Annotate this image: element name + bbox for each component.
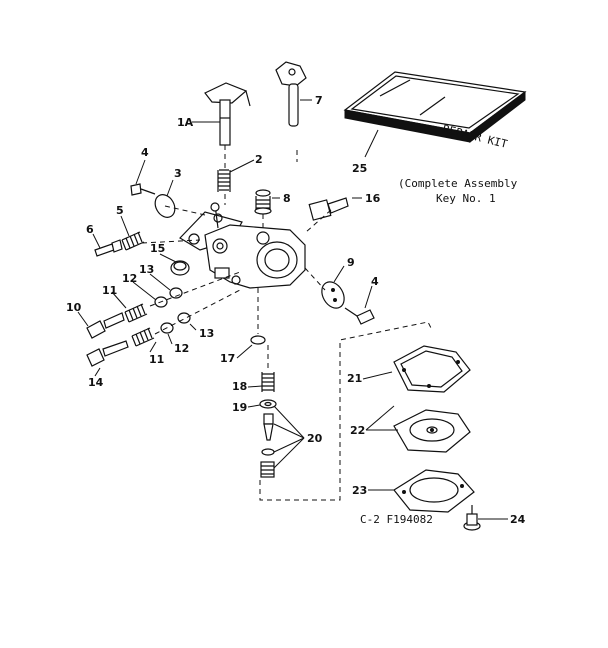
screw-4-right bbox=[344, 307, 375, 325]
check-ball-17 bbox=[250, 335, 266, 345]
spring-5 bbox=[121, 231, 145, 251]
leader-lines bbox=[77, 99, 508, 520]
gasket-21 bbox=[393, 345, 471, 393]
assembly-caption-line1: (Complete Assembly bbox=[398, 177, 518, 190]
callout-4-right: 4 bbox=[371, 275, 379, 288]
callout-11-upper: 11 bbox=[102, 284, 117, 297]
spring-2 bbox=[217, 169, 231, 192]
callout-13-upper: 13 bbox=[139, 263, 154, 276]
diaphragm-22 bbox=[393, 409, 471, 453]
callout-5: 5 bbox=[116, 204, 124, 217]
callout-11-lower: 11 bbox=[149, 353, 164, 366]
callout-labels: 1A 2 7 3 4 5 6 8 16 15 13 12 11 10 13 12… bbox=[66, 94, 526, 526]
callout-7: 7 bbox=[315, 94, 323, 107]
callout-12-lower: 12 bbox=[174, 342, 189, 355]
callout-24: 24 bbox=[510, 513, 526, 526]
callout-25: 25 bbox=[352, 162, 367, 175]
callout-10: 10 bbox=[66, 301, 82, 314]
callout-6: 6 bbox=[86, 223, 94, 236]
callout-17: 17 bbox=[220, 352, 235, 365]
fuel-inlet-fitting bbox=[308, 197, 349, 221]
screw-6 bbox=[94, 239, 123, 257]
screw-24 bbox=[463, 505, 481, 531]
callout-13-lower: 13 bbox=[199, 327, 214, 340]
callout-3: 3 bbox=[174, 167, 182, 180]
gasket-23 bbox=[393, 469, 475, 513]
needle-10 bbox=[86, 312, 125, 339]
spring-8 bbox=[254, 189, 272, 215]
callout-16: 16 bbox=[365, 192, 381, 205]
callout-23: 23 bbox=[352, 484, 367, 497]
plug-15 bbox=[170, 260, 190, 276]
callout-18: 18 bbox=[232, 380, 247, 393]
assembly-caption-line2: Key No. 1 bbox=[436, 192, 496, 205]
throttle-shaft bbox=[275, 61, 307, 127]
throttle-plate-9 bbox=[321, 281, 345, 309]
callout-2: 2 bbox=[255, 153, 263, 166]
callout-19: 19 bbox=[232, 401, 247, 414]
callout-22: 22 bbox=[350, 424, 365, 437]
callout-15: 15 bbox=[150, 242, 165, 255]
spring-18 bbox=[261, 372, 275, 392]
figure-code: C-2 F194082 bbox=[360, 513, 433, 526]
spring-11-upper bbox=[124, 303, 148, 323]
assembly-dashed-lines bbox=[141, 145, 433, 501]
washer-19 bbox=[259, 399, 277, 409]
callout-9: 9 bbox=[347, 256, 355, 269]
callout-14: 14 bbox=[88, 376, 104, 389]
screw-4-left bbox=[130, 183, 156, 196]
callout-20: 20 bbox=[307, 432, 323, 445]
spring-11-lower bbox=[131, 327, 155, 347]
needle-14 bbox=[86, 340, 129, 367]
needle-valve-20 bbox=[260, 413, 275, 478]
callout-1A: 1A bbox=[177, 116, 194, 129]
choke-shaft bbox=[204, 82, 251, 146]
callout-4-left: 4 bbox=[141, 146, 149, 159]
carburetor-body bbox=[179, 202, 306, 289]
repair-kit-box: REPAIR KIT bbox=[343, 71, 527, 151]
callout-8: 8 bbox=[283, 192, 291, 205]
callout-12-upper: 12 bbox=[122, 272, 137, 285]
callout-21: 21 bbox=[347, 372, 362, 385]
